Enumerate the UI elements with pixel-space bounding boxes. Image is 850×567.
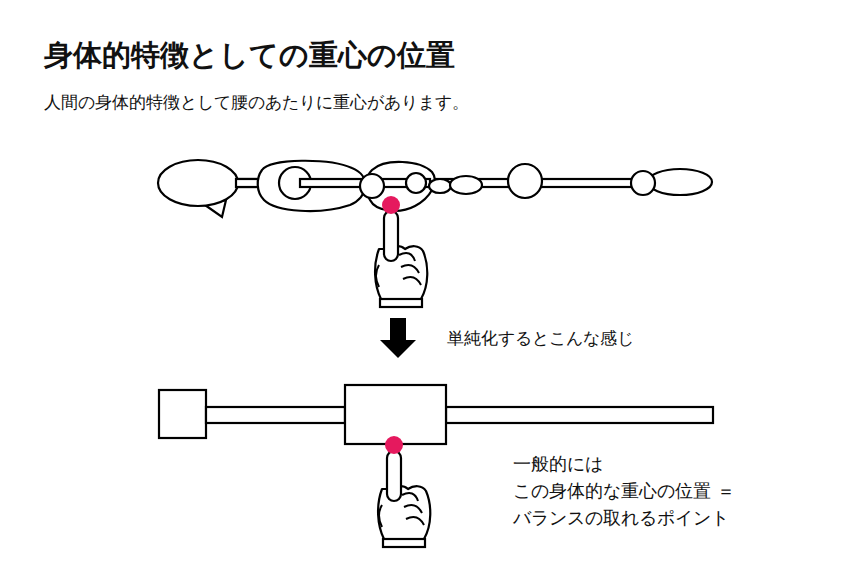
- subtitle: 人間の身体的特徴として腰のあたりに重心があります。: [44, 91, 469, 114]
- center-of-gravity-dot: [382, 196, 400, 214]
- head-block: [159, 390, 206, 438]
- joint: [429, 179, 451, 193]
- joint: [360, 174, 384, 198]
- rod: [446, 407, 713, 423]
- simplified-model: [159, 385, 713, 444]
- note: 一般的には この身体的な重心の位置 ＝バランスの取れるポイント: [513, 450, 768, 531]
- thigh: [450, 176, 482, 194]
- ankle: [631, 171, 655, 195]
- center-of-gravity-dot: [385, 436, 403, 454]
- human-figure: [158, 160, 712, 217]
- foot: [648, 169, 712, 195]
- down-arrow: [380, 318, 416, 358]
- head: [158, 160, 238, 206]
- rod: [206, 407, 345, 423]
- title: 身体的特徴としての重心の位置: [44, 36, 455, 76]
- hip-block: [345, 385, 446, 444]
- annotation: 単純化するとこんな感じ: [447, 327, 634, 350]
- joint: [406, 173, 426, 193]
- knee: [508, 164, 542, 198]
